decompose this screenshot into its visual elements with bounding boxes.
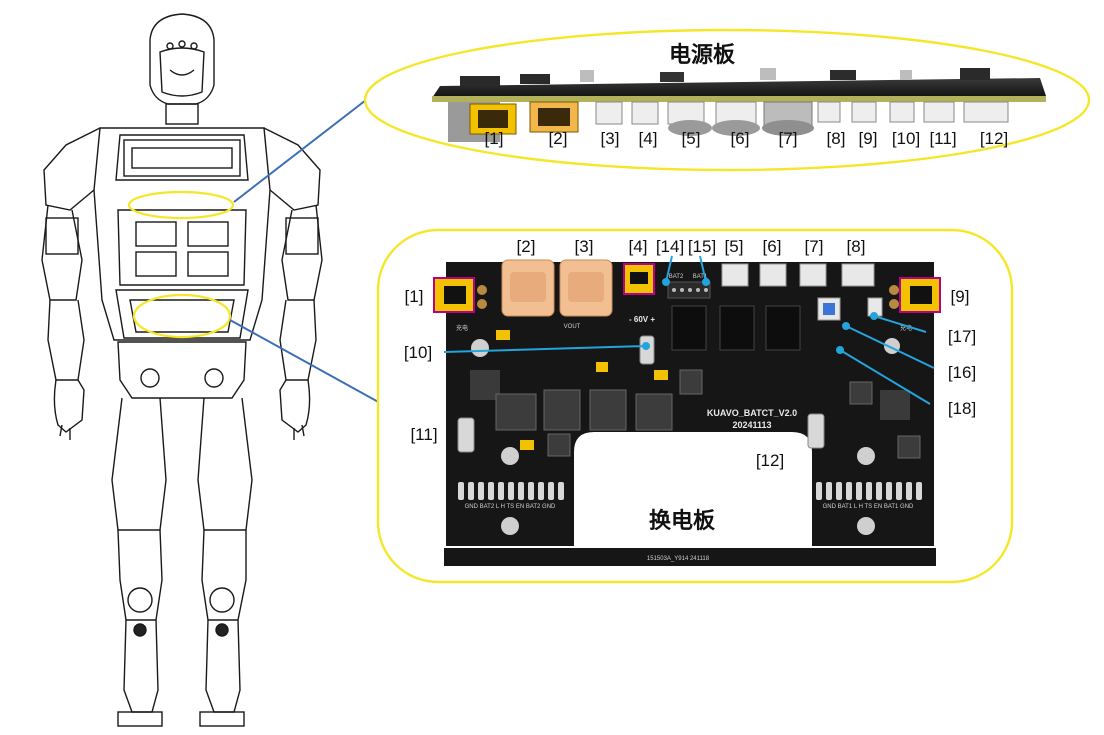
swap-label-6: [6] bbox=[763, 237, 782, 256]
swap-board-leader-line bbox=[229, 319, 383, 405]
swap-label-12: [12] bbox=[756, 451, 784, 470]
power-label-3: [3] bbox=[601, 129, 620, 148]
power-label-12: [12] bbox=[980, 129, 1008, 148]
board-date-text: 20241113 bbox=[732, 420, 771, 430]
callout-lines bbox=[443, 255, 935, 405]
pins-right-text: GND BAT1 L H TS EN BAT1 GND bbox=[823, 504, 914, 510]
swap-label-18: [18] bbox=[948, 399, 976, 418]
swap-label-14: [14] bbox=[656, 237, 684, 256]
power-board-leader-line bbox=[233, 99, 367, 203]
power-label-10: [10] bbox=[892, 129, 920, 148]
swap-board-highlight bbox=[132, 293, 232, 339]
power-label-11: [11] bbox=[929, 129, 956, 148]
charge-left-text: 充电 bbox=[456, 324, 468, 332]
swap-label-7: [7] bbox=[805, 237, 824, 256]
swap-label-4: [4] bbox=[629, 237, 648, 256]
voltage-text: - 60V + bbox=[629, 315, 655, 324]
bat2-text: BAT2 bbox=[669, 274, 684, 280]
power-label-8: [8] bbox=[827, 129, 846, 148]
swap-label-11: [11] bbox=[410, 425, 437, 444]
charge-right-text: 充电 bbox=[900, 324, 912, 332]
swap-board-title: 换电板 bbox=[649, 508, 716, 534]
robot-drawing bbox=[41, 13, 323, 727]
swap-label-1: [1] bbox=[405, 287, 424, 306]
power-label-6: [6] bbox=[731, 129, 750, 148]
swap-board-labels: [1] [2] [3] [4] [14] [15] [5] [6] [7] [8… bbox=[404, 237, 976, 470]
power-board-labels: [1] [2] [3] [4] [5] [6] [7] [8] [9] [10]… bbox=[485, 129, 1009, 148]
power-label-1: [1] bbox=[485, 129, 504, 148]
pins-left-text: GND BAT2 L H TS EN BAT2 GND bbox=[465, 504, 556, 510]
power-label-9: [9] bbox=[859, 129, 878, 148]
board-name-text: KUAVO_BATCT_V2.0 bbox=[707, 408, 797, 418]
bat1-text: BAT1 bbox=[693, 274, 708, 280]
power-label-4: [4] bbox=[639, 129, 658, 148]
swap-label-2: [2] bbox=[517, 237, 536, 256]
swap-label-8: [8] bbox=[847, 237, 866, 256]
power-label-5: [5] bbox=[682, 129, 701, 148]
swap-label-16: [16] bbox=[948, 363, 976, 382]
serial-text: 151503A_Y914 241118 bbox=[647, 556, 710, 562]
vout-text: VOUT bbox=[564, 324, 581, 330]
power-board-title: 电源板 bbox=[669, 43, 736, 68]
power-label-2: [2] bbox=[549, 129, 568, 148]
swap-label-10: [10] bbox=[404, 343, 432, 362]
power-board-highlight bbox=[127, 190, 235, 220]
swap-board-render bbox=[433, 259, 941, 566]
power-board-render bbox=[432, 68, 1046, 142]
swap-label-3: [3] bbox=[575, 237, 594, 256]
power-label-7: [7] bbox=[779, 129, 798, 148]
swap-label-17: [17] bbox=[948, 327, 976, 346]
swap-label-15: [15] bbox=[688, 237, 716, 256]
swap-label-9: [9] bbox=[951, 287, 970, 306]
swap-label-5: [5] bbox=[725, 237, 744, 256]
